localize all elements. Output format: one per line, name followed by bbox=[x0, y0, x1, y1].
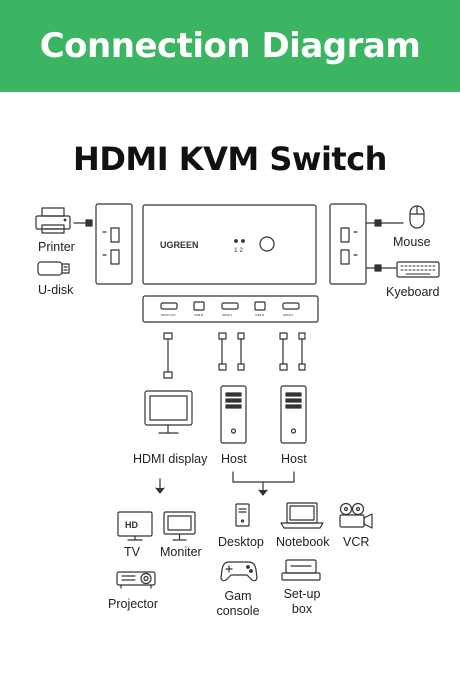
keyboard-icon bbox=[396, 261, 440, 278]
host1-label: Host bbox=[221, 452, 247, 466]
host2-label: Host bbox=[281, 452, 307, 466]
tv-badge: HD bbox=[125, 520, 138, 530]
switch-button-icon bbox=[259, 236, 275, 252]
tv-icon: HD bbox=[117, 511, 153, 541]
game-console-label-line2: console bbox=[216, 604, 260, 618]
rear-port-label: HDMI OUT bbox=[161, 313, 176, 317]
setup-box-icon bbox=[281, 559, 321, 581]
host2-tower-icon bbox=[280, 385, 307, 444]
printer-label: Printer bbox=[38, 240, 75, 254]
game-controller-icon bbox=[220, 561, 258, 582]
rear-port-label: USB B bbox=[194, 313, 203, 317]
banner-title: Connection Diagram bbox=[39, 26, 421, 66]
mouse-label: Mouse bbox=[393, 235, 431, 249]
rear-port-label: HDMI 1 bbox=[222, 313, 232, 317]
header-banner: Connection Diagram bbox=[0, 0, 460, 92]
game-console-label-line1: Gam bbox=[224, 589, 252, 603]
projector-label: Projector bbox=[108, 597, 159, 611]
rear-port-label: HDMI 2 bbox=[283, 313, 293, 317]
game-console-label: Gam console bbox=[212, 589, 264, 619]
notebook-label: Notebook bbox=[276, 535, 330, 549]
notebook-icon bbox=[280, 502, 324, 529]
udisk-label: U-disk bbox=[38, 283, 74, 297]
kvm-right-panel bbox=[329, 203, 367, 285]
kvm-left-panel bbox=[95, 203, 133, 285]
mouse-icon bbox=[409, 205, 425, 229]
kvm-switch-front: UGREEN 1 2 bbox=[142, 204, 317, 285]
hdmi-display-icon bbox=[144, 390, 193, 434]
printer-icon bbox=[35, 207, 71, 234]
keyboard-label: Kyeboard bbox=[386, 285, 440, 299]
rear-port-label: USB B bbox=[255, 313, 264, 317]
desktop-label: Desktop bbox=[218, 535, 264, 549]
diagram-title: HDMI KVM Switch bbox=[73, 140, 387, 178]
host1-cables bbox=[218, 332, 245, 371]
brand-logo: UGREEN bbox=[160, 240, 199, 250]
projector-icon bbox=[116, 571, 156, 589]
udisk-icon bbox=[37, 261, 70, 276]
tv-label: TV bbox=[124, 545, 140, 559]
kvm-rear-panel: HDMI OUT USB B HDMI 1 USB B HDMI 2 bbox=[142, 295, 319, 323]
hdmi-display-label: HDMI display bbox=[133, 452, 208, 466]
desktop-icon bbox=[235, 503, 250, 527]
port-indicator-label: 1 2 bbox=[234, 247, 243, 254]
host1-tower-icon bbox=[220, 385, 247, 444]
display-arrow-icon bbox=[155, 478, 165, 494]
display-hdmi-cable bbox=[163, 332, 173, 379]
printer-cable bbox=[73, 219, 93, 227]
keyboard-cable bbox=[365, 264, 398, 272]
monitor-icon bbox=[163, 511, 196, 541]
host2-cables bbox=[279, 332, 306, 371]
vcr-icon bbox=[339, 502, 373, 529]
mouse-cable bbox=[365, 219, 404, 227]
hosts-bracket-arrow-icon bbox=[232, 471, 295, 496]
monitor-label: Moniter bbox=[160, 545, 202, 559]
setup-box-label-line1: Set-up bbox=[283, 587, 321, 601]
setup-box-label: Set-up box bbox=[276, 587, 328, 617]
vcr-label: VCR bbox=[343, 535, 370, 549]
setup-box-label-line2: box bbox=[291, 602, 313, 616]
